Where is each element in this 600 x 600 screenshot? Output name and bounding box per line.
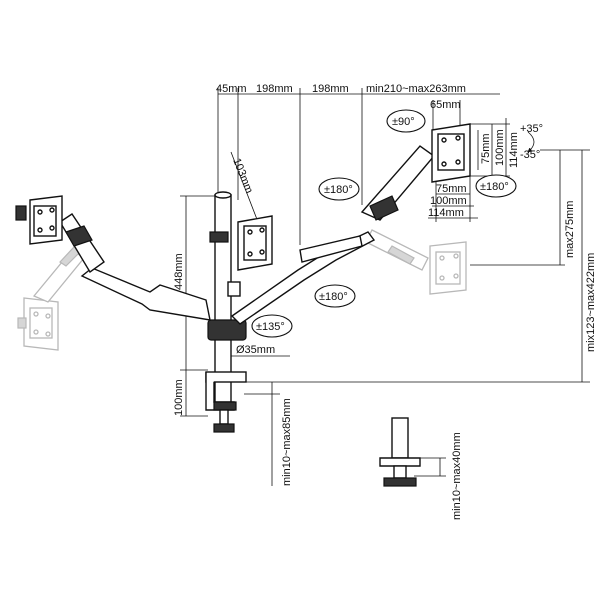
ghost-right-arm xyxy=(365,229,429,271)
label-max-275: max275mm xyxy=(564,201,576,258)
label-pole-diameter: Ø35mm xyxy=(236,344,275,356)
label-clamp-100: 100mm xyxy=(173,379,185,416)
label-vesa-114-v: 114mm xyxy=(508,132,520,168)
label-swivel-180-plate: ±180° xyxy=(480,181,509,193)
rotation-badge-swivel-lower xyxy=(314,284,356,308)
label-tilt-down: -35° xyxy=(520,149,540,161)
rotation-badge-swivel-plate xyxy=(475,174,517,198)
label-top-45: 45mm xyxy=(216,83,247,95)
tilt-arrow xyxy=(527,131,535,153)
pole-and-clamp xyxy=(205,191,247,433)
rotation-badge-swivel-right xyxy=(318,177,360,201)
left-arm xyxy=(15,195,211,321)
rotation-badge-base xyxy=(251,314,293,338)
label-swivel-180-lower: ±180° xyxy=(319,291,348,303)
grommet-mount-inset xyxy=(379,417,421,487)
ghost-left-monitor-plate xyxy=(17,297,59,351)
rotation-labels: ±90° ±180° ±180° ±180° ±135° +35° -35° xyxy=(256,116,543,333)
label-top-198-b: 198mm xyxy=(312,83,349,95)
ghost-right-monitor-plate xyxy=(429,241,467,295)
label-range-123-422: mix123~max422mm xyxy=(585,253,597,352)
label-top-198-a: 198mm xyxy=(256,83,293,95)
label-top-range: min210~max263mm xyxy=(366,83,466,95)
label-tilt-90: ±90° xyxy=(392,116,415,128)
label-arm-103: 103mm xyxy=(230,157,255,196)
label-vesa-100-v: 100mm xyxy=(494,129,506,166)
label-vesa-75-h: 75mm xyxy=(436,183,467,195)
center-monitor-plate xyxy=(209,215,273,271)
label-tilt-up: +35° xyxy=(520,123,543,135)
label-vesa-100-h: 100mm xyxy=(430,195,467,207)
label-desk-clamp: min10~max85mm xyxy=(281,398,293,486)
label-vesa-75-v: 75mm xyxy=(480,133,492,164)
label-plate-65: 65mm xyxy=(430,99,461,111)
right-arm xyxy=(230,123,471,325)
label-height-448: 448mm xyxy=(173,253,185,290)
ghost-left-arm xyxy=(32,246,85,303)
label-vesa-114-h: 114mm xyxy=(428,207,464,219)
dimension-lines xyxy=(180,88,590,486)
label-grommet: min10~max40mm xyxy=(451,432,463,520)
label-swivel-180-right: ±180° xyxy=(324,184,353,196)
rotation-badge-tilt-90 xyxy=(386,109,426,133)
label-base-135: ±135° xyxy=(256,321,285,333)
dimension-labels: 45mm 198mm 198mm min210~max263mm 65mm 10… xyxy=(173,83,597,520)
